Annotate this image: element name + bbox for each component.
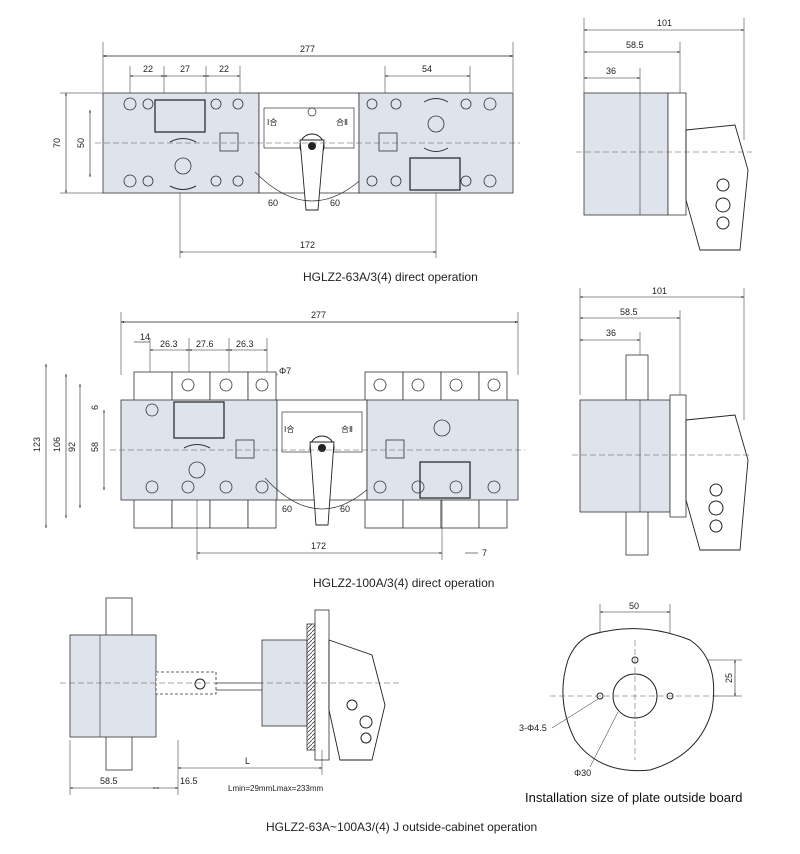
front-view-63a: 277 22 27 22 54 70 50 <box>52 42 520 284</box>
dim-100-s0: 14 <box>140 332 150 342</box>
dim-63-h-inner: 50 <box>76 138 86 148</box>
side-view-100a: 101 58.5 36 <box>572 286 752 556</box>
dim-side100-d2: 58.5 <box>620 307 638 317</box>
plate-installation-view: 50 25 3-Φ4.5 Φ30 Installation size of pl… <box>519 601 743 805</box>
angle-100-right: 60 <box>340 504 350 514</box>
dim-100-h5: 6 <box>90 405 100 410</box>
angle-63-right: 60 <box>330 198 340 208</box>
dim-63-s1: 22 <box>143 64 153 74</box>
dim-side100-d3: 36 <box>606 328 616 338</box>
dim-plate-holes: 3-Φ4.5 <box>519 723 547 733</box>
dim-out-note: Lmin=29mmLmax=233mm <box>228 784 323 793</box>
angle-63-left: 60 <box>268 198 278 208</box>
dim-100-s3: 26.3 <box>236 339 254 349</box>
side-view-63a: 101 58.5 36 <box>576 18 752 251</box>
dim-63-h-outer: 70 <box>52 138 62 148</box>
angle-100-left: 60 <box>282 504 292 514</box>
dim-side63-d2: 58.5 <box>626 40 644 50</box>
dim-out-L: L <box>245 756 250 766</box>
dim-plate-w: 50 <box>629 601 639 611</box>
dim-63-s3: 22 <box>219 64 229 74</box>
dim-100-hole: Φ7 <box>279 366 291 376</box>
caption-100: HGLZ2-100A/3(4) direct operation <box>313 576 494 590</box>
dim-100-h4: 58 <box>90 442 100 452</box>
front-view-100a: 277 14 26.3 27.6 26.3 Φ7 123 106 92 58 6 <box>32 310 525 590</box>
caption-63: HGLZ2-63A/3(4) direct operation <box>303 270 478 284</box>
caption-plate: Installation size of plate outside board <box>525 790 743 805</box>
switch-label-left-63: Ⅰ合 <box>267 117 277 127</box>
dim-63-s2: 27 <box>180 64 190 74</box>
dim-63-bottom: 172 <box>300 240 315 250</box>
dim-100-bottom: 172 <box>311 541 326 551</box>
dim-side100-d1: 101 <box>652 286 667 296</box>
dim-plate-h: 25 <box>724 673 734 683</box>
dim-100-h1: 123 <box>32 437 42 452</box>
switch-label-right-100: 合Ⅱ <box>341 424 353 434</box>
dim-side63-d3: 36 <box>606 66 616 76</box>
outside-cabinet-view: 58.5 16.5 L Lmin=29mmLmax=233mm HGLZ2-63… <box>60 597 537 834</box>
dim-out-d1: 58.5 <box>100 776 118 786</box>
dim-100-s1: 26.3 <box>160 339 178 349</box>
dim-63-s4: 54 <box>422 64 432 74</box>
dim-side63-d1: 101 <box>657 18 672 28</box>
dim-100-h2: 106 <box>52 437 62 452</box>
dim-out-d2: 16.5 <box>180 776 198 786</box>
dim-63-overall: 277 <box>300 44 315 54</box>
switch-label-left-100: Ⅰ合 <box>284 424 294 434</box>
dim-100-right: 7 <box>482 548 487 558</box>
caption-outside: HGLZ2-63A~100A3/(4) J outside-cabinet op… <box>266 820 537 834</box>
switch-label-right-63: 合Ⅱ <box>336 117 348 127</box>
dim-plate-center: Φ30 <box>574 768 591 778</box>
dim-100-overall: 277 <box>311 310 326 320</box>
dim-100-h3: 92 <box>67 442 77 452</box>
dim-100-s2: 27.6 <box>196 339 214 349</box>
